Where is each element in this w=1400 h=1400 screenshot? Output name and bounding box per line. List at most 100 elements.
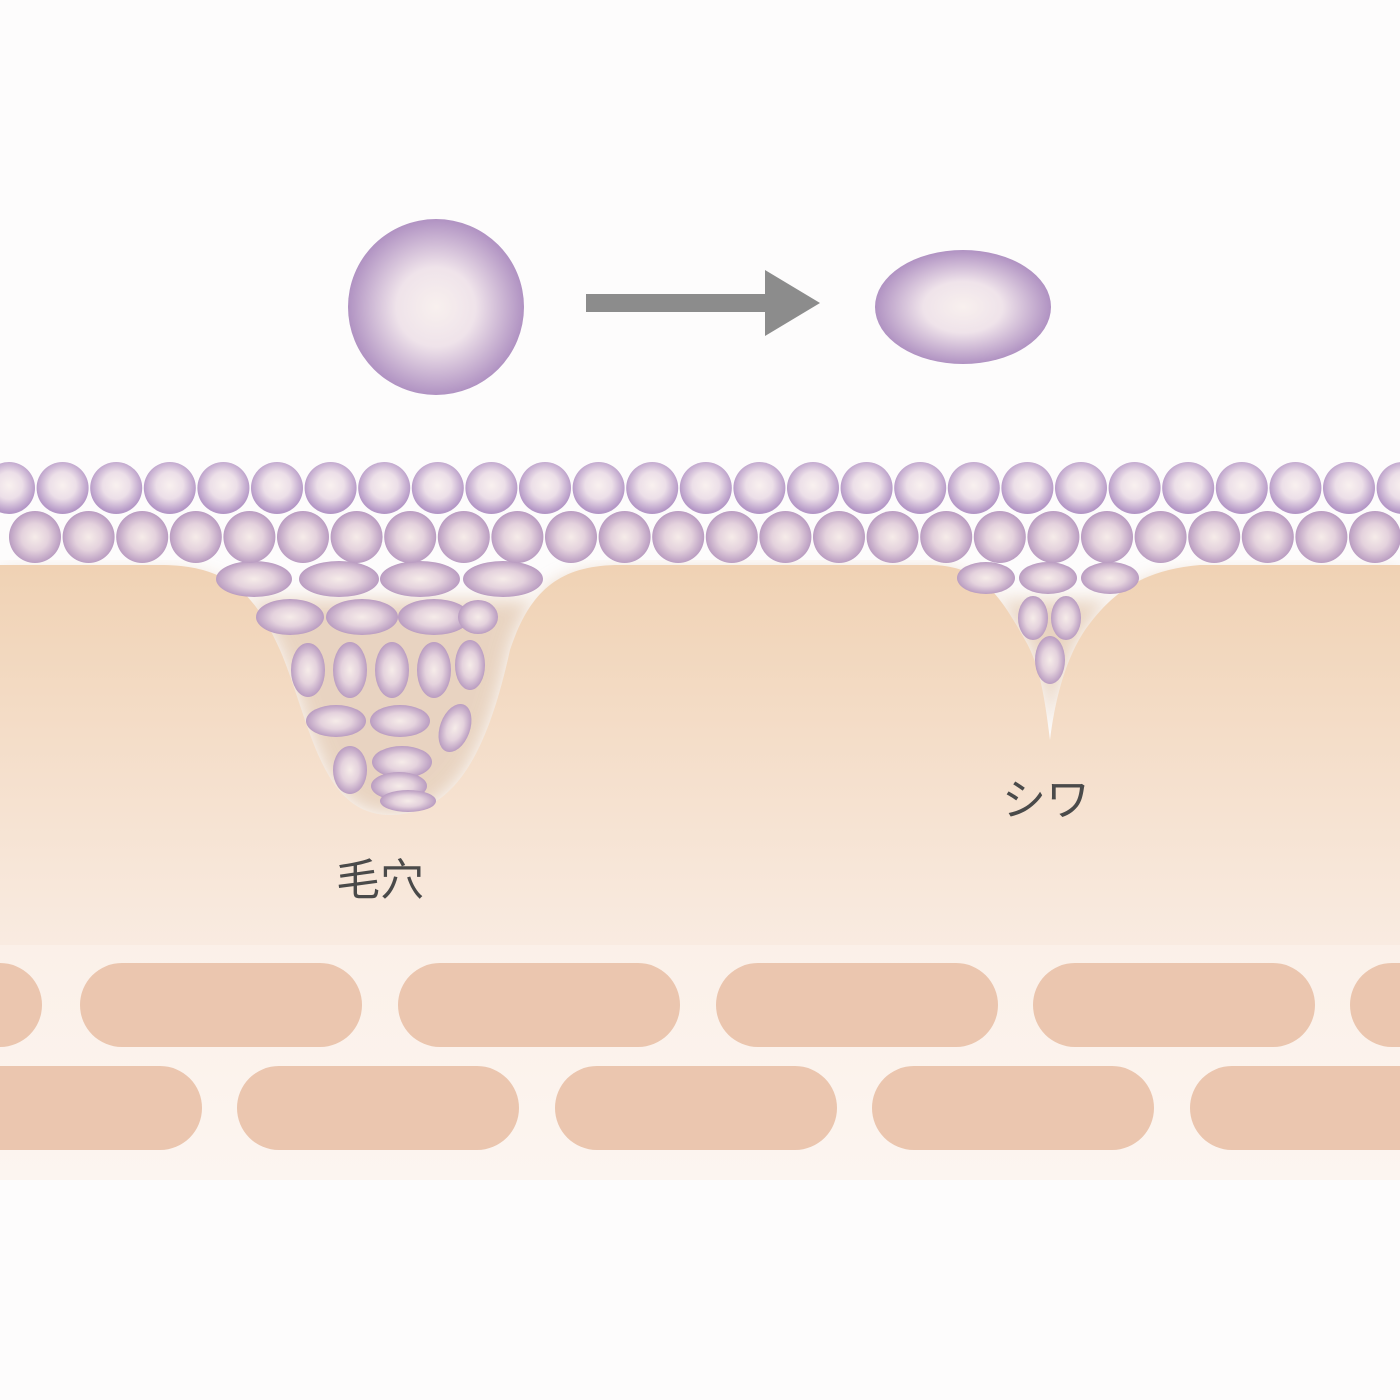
surface-cell bbox=[947, 462, 1000, 514]
surface-cell bbox=[1295, 511, 1348, 563]
surface-cell bbox=[465, 462, 518, 514]
surface-cell bbox=[197, 462, 250, 514]
surface-cell bbox=[572, 462, 625, 514]
pore-label: 毛穴 bbox=[336, 855, 424, 906]
surface-cell bbox=[787, 462, 839, 514]
collagen-fiber bbox=[716, 963, 998, 1047]
collagen-fiber-group bbox=[0, 963, 1400, 1150]
pore-cell bbox=[333, 746, 367, 794]
collagen-fiber bbox=[80, 963, 362, 1047]
surface-cell bbox=[491, 511, 544, 563]
collagen-fiber bbox=[872, 1066, 1154, 1150]
surface-cell bbox=[9, 511, 61, 563]
surface-cell bbox=[759, 511, 812, 563]
surface-cell bbox=[62, 511, 115, 563]
surface-cell bbox=[411, 462, 464, 514]
surface-cell bbox=[1269, 462, 1322, 514]
surface-cell bbox=[705, 511, 758, 563]
surface-cell bbox=[1055, 462, 1107, 514]
collagen-fiber bbox=[1350, 963, 1400, 1047]
collagen-fiber bbox=[1190, 1066, 1400, 1150]
collagen-fiber bbox=[555, 1066, 837, 1150]
surface-cell bbox=[1134, 511, 1187, 563]
surface-cell bbox=[437, 511, 490, 563]
wrinkle-cell bbox=[957, 562, 1015, 594]
surface-cell bbox=[277, 511, 329, 563]
pore-cell bbox=[398, 599, 470, 635]
collagen-fiber bbox=[237, 1066, 519, 1150]
pore-cell bbox=[291, 643, 325, 697]
surface-cell bbox=[36, 462, 89, 514]
surface-cell bbox=[1349, 511, 1400, 563]
surface-cell bbox=[358, 462, 411, 514]
pore-cell bbox=[380, 790, 436, 812]
surface-cell bbox=[169, 511, 222, 563]
surface-cell bbox=[545, 511, 597, 563]
surface-cell bbox=[813, 511, 865, 563]
flattened-cell-icon bbox=[875, 250, 1051, 364]
surface-cell bbox=[1081, 511, 1133, 563]
surface-cell bbox=[679, 462, 732, 514]
surface-cell bbox=[626, 462, 679, 514]
pore-cell bbox=[333, 642, 367, 698]
surface-cell bbox=[330, 511, 383, 563]
pore-cell-cluster bbox=[216, 561, 543, 812]
surface-cell bbox=[1162, 462, 1215, 514]
surface-cell bbox=[304, 462, 357, 514]
surface-cell bbox=[1001, 462, 1054, 514]
surface-cell bbox=[519, 462, 571, 514]
cell-transition-illustration bbox=[348, 219, 1051, 395]
pore-cell bbox=[380, 561, 460, 597]
wrinkle-cell bbox=[1081, 562, 1139, 594]
surface-cell bbox=[116, 511, 169, 563]
surface-cell bbox=[1241, 511, 1294, 563]
wrinkle-cell-cluster bbox=[957, 562, 1139, 684]
surface-cell bbox=[733, 462, 786, 514]
round-cell-icon bbox=[348, 219, 524, 395]
pore-cell bbox=[417, 642, 451, 698]
surface-cell bbox=[0, 462, 35, 514]
pore-cell bbox=[455, 640, 485, 690]
surface-cell bbox=[251, 462, 303, 514]
wrinkle-cell bbox=[1018, 596, 1048, 640]
pore-cell bbox=[306, 705, 366, 737]
surface-cell bbox=[973, 511, 1026, 563]
collagen-fiber bbox=[0, 1066, 202, 1150]
surface-cell bbox=[920, 511, 973, 563]
surface-cell bbox=[1188, 511, 1241, 563]
surface-cell bbox=[1376, 462, 1400, 514]
skin-layer bbox=[0, 565, 1400, 945]
right-arrow-icon bbox=[586, 270, 820, 336]
surface-cell bbox=[143, 462, 196, 514]
pore-cell bbox=[463, 561, 543, 597]
surface-cell bbox=[90, 462, 143, 514]
pore-cell bbox=[438, 703, 472, 753]
pore-cell bbox=[326, 599, 398, 635]
pore-cell bbox=[370, 705, 430, 737]
surface-cell bbox=[652, 511, 705, 563]
surface-cell bbox=[840, 462, 893, 514]
pore-cell bbox=[256, 599, 324, 635]
collagen-fiber bbox=[0, 963, 42, 1047]
pore-cell bbox=[458, 600, 498, 634]
wrinkle-cell bbox=[1051, 596, 1081, 640]
collagen-fiber bbox=[1033, 963, 1315, 1047]
surface-cell bbox=[1027, 511, 1080, 563]
pore-cell bbox=[375, 642, 409, 698]
pore-cell bbox=[299, 561, 379, 597]
surface-cell bbox=[598, 511, 651, 563]
wrinkle-cell bbox=[1019, 562, 1077, 594]
surface-cell bbox=[1215, 462, 1268, 514]
collagen-fiber bbox=[398, 963, 680, 1047]
surface-cell bbox=[223, 511, 276, 563]
wrinkle-cell bbox=[1035, 636, 1065, 684]
surface-cell bbox=[384, 511, 437, 563]
skin-surface bbox=[0, 565, 1400, 945]
pore-cell bbox=[216, 561, 292, 597]
surface-cell bbox=[894, 462, 947, 514]
surface-cell bbox=[1323, 462, 1375, 514]
wrinkle-label: シワ bbox=[1002, 775, 1090, 826]
surface-cell-layer bbox=[0, 462, 1400, 563]
surface-cell bbox=[866, 511, 919, 563]
